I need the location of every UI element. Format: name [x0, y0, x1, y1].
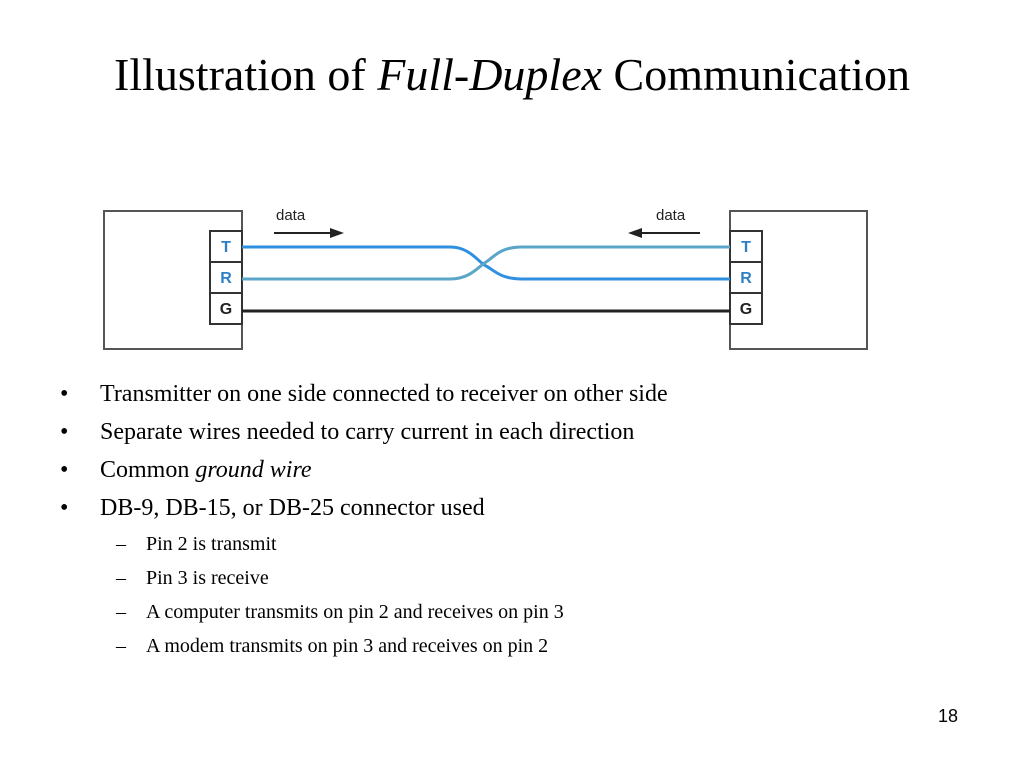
wire-right-transmit-to-left-receive [242, 245, 730, 281]
right-data-label: data [656, 207, 686, 224]
bullet-item: • Separate wires needed to carry current … [60, 416, 635, 448]
right-pin-cell-g [729, 292, 763, 325]
bullet-item: • Transmitter on one side connected to re… [60, 378, 668, 410]
bullet-marker: • [60, 457, 69, 483]
bullet-marker: • [60, 419, 69, 445]
left-pin-cell-g [209, 292, 243, 325]
sub-bullet-marker: – [116, 567, 126, 589]
title-prefix: Illustration of [114, 49, 378, 100]
wire-left-transmit-to-right-receive [242, 245, 730, 281]
left-data-arrow-head [330, 228, 344, 238]
title-suffix: Communication [602, 49, 910, 100]
bullet-text: Transmitter on one side connected to rec… [100, 381, 668, 407]
right-pin-label-t: T [741, 239, 751, 256]
sub-bullet-text: Pin 3 is receive [146, 567, 269, 589]
page-number: 18 [938, 706, 959, 726]
sub-bullet-marker: – [116, 635, 126, 657]
sub-bullet-marker: – [116, 533, 126, 555]
sub-bullet-item: –Pin 2 is transmit [116, 530, 277, 558]
sub-bullet-text: A computer transmits on pin 2 and receiv… [146, 601, 564, 623]
sub-bullet-text: A modem transmits on pin 3 and receives … [146, 635, 549, 657]
bullet-text: DB-9, DB-15, or DB-25 connector used [100, 495, 485, 521]
title-emphasis: Full-Duplex [377, 49, 603, 100]
right-pin-label-g: G [740, 301, 752, 318]
left-pin-label-t: T [221, 239, 231, 256]
bullet-item: • DB-9, DB-15, or DB-25 connector used [60, 492, 485, 524]
sub-bullet-item: –A computer transmits on pin 2 and recei… [116, 598, 564, 626]
sub-bullet-item: –A modem transmits on pin 3 and receives… [116, 632, 549, 660]
slide-title: Illustration of Full-Duplex Communicatio… [0, 44, 1024, 106]
bullet-text: Separate wires needed to carry current i… [100, 419, 635, 445]
sub-bullet-text: Pin 2 is transmit [146, 533, 277, 555]
sub-bullet-marker: – [116, 601, 126, 623]
bullet-item: • Common ground wire [60, 454, 312, 486]
left-pin-label-g: G [220, 301, 232, 318]
bullet-text: Common [100, 457, 196, 483]
right-data-arrow-head [628, 228, 642, 238]
right-pin-label-r: R [740, 270, 752, 287]
bullet-marker: • [60, 381, 69, 407]
left-data-label: data [276, 207, 306, 224]
left-pin-label-r: R [220, 270, 232, 287]
sub-bullet-item: –Pin 3 is receive [116, 564, 269, 592]
bullet-emphasis: ground wire [195, 457, 312, 483]
bullet-marker: • [60, 495, 69, 521]
